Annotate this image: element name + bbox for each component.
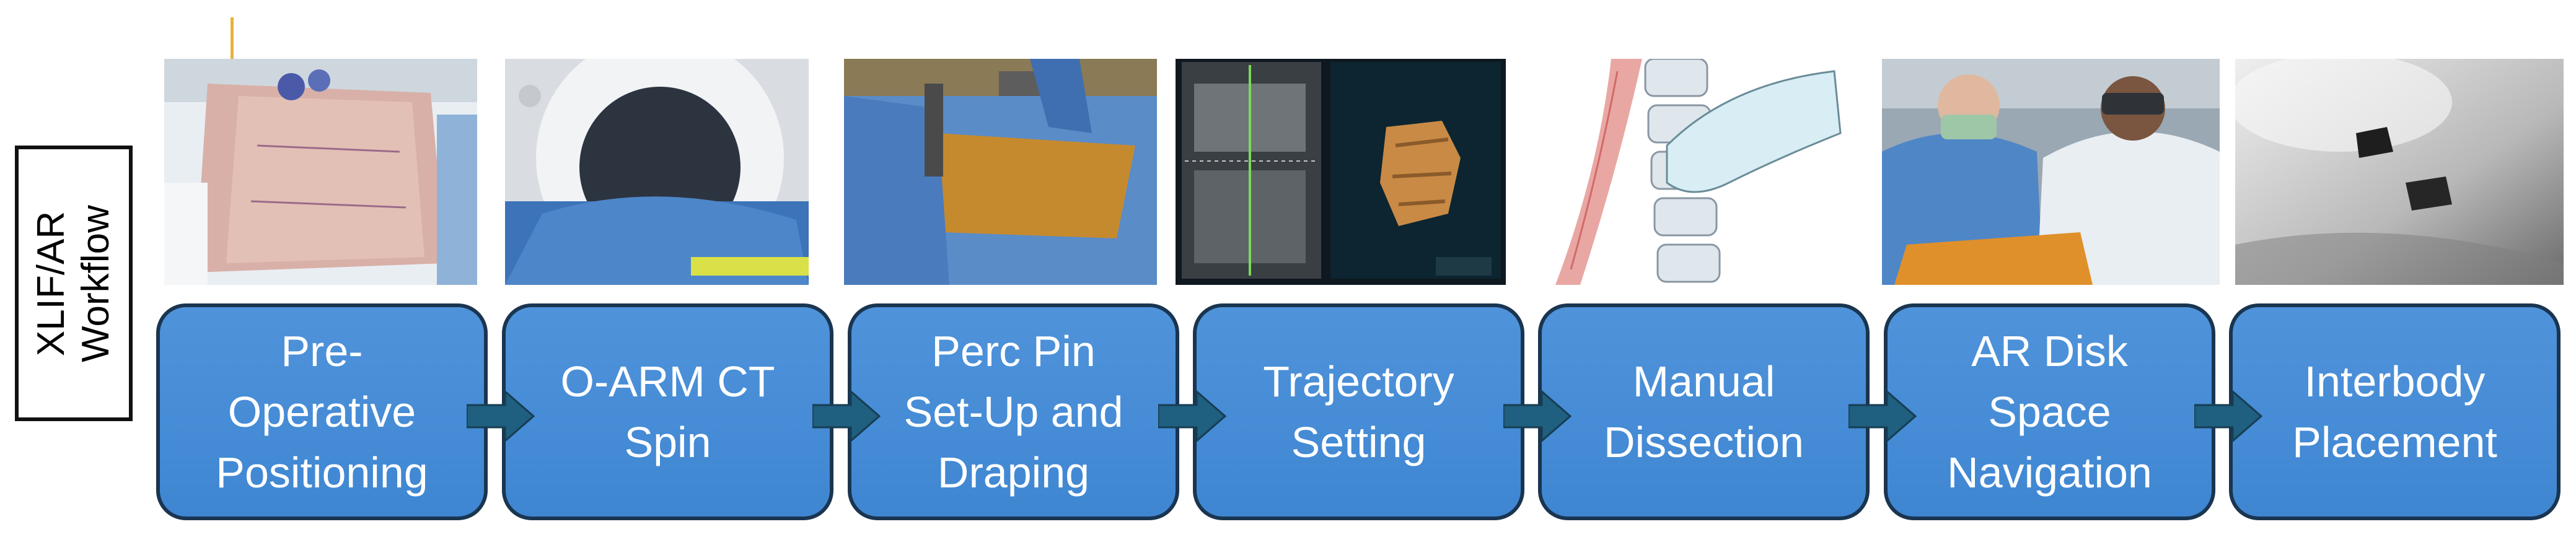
step-manual-dissection: Manual Dissection (1538, 303, 1870, 520)
draped-surgical-field-photo (844, 59, 1157, 285)
right-arrow-icon (2194, 389, 2262, 443)
step-perc-pin-setup-draping: Perc Pin Set-Up and Draping (848, 303, 1179, 520)
step-label-line: Manual (1632, 357, 1775, 406)
step-label-line: Navigation (1947, 448, 2152, 497)
spine-dissection-illustration (1543, 59, 1847, 285)
step-label: O-ARM CT Spin (554, 351, 781, 473)
right-arrow-icon (1848, 389, 1917, 443)
step-label: AR Disk Space Navigation (1941, 321, 2158, 503)
step-label-line: Pre- (281, 327, 363, 375)
step-label: Trajectory Setting (1257, 351, 1461, 473)
step-label-line: Interbody (2304, 357, 2486, 406)
step-label-line: Positioning (216, 448, 428, 497)
right-arrow-icon (1503, 389, 1572, 443)
step-label-line: Setting (1291, 418, 1426, 466)
step-label-line: Trajectory (1263, 357, 1454, 406)
navigation-screen-image (1176, 59, 1506, 285)
step-label: Perc Pin Set-Up and Draping (897, 321, 1129, 503)
step-label-line: Dissection (1604, 418, 1804, 466)
step-label: Interbody Placement (2286, 351, 2503, 473)
step-label-line: Draping (937, 448, 1090, 497)
decorative-tick-mark (231, 17, 234, 61)
step-label: Pre- Operative Positioning (209, 321, 434, 503)
right-arrow-icon (812, 389, 881, 443)
step-label: Manual Dissection (1598, 351, 1810, 473)
step-label-line: Placement (2292, 418, 2497, 466)
step-label-line: Space (1988, 388, 2111, 436)
step-label-line: Operative (227, 388, 416, 436)
right-arrow-icon (467, 389, 535, 443)
side-label-text: XLIF/AR Workflow (29, 205, 118, 362)
step-label-line: O-ARM CT (560, 357, 775, 406)
step-label-line: Perc Pin (931, 327, 1096, 375)
step-interbody-placement: Interbody Placement (2229, 303, 2561, 520)
fluoroscopy-image (2235, 59, 2564, 285)
step-trajectory-setting: Trajectory Setting (1193, 303, 1524, 520)
step-ar-disk-space-navigation: AR Disk Space Navigation (1884, 303, 2215, 520)
step-o-arm-ct-spin: O-ARM CT Spin (502, 303, 833, 520)
step-pre-operative-positioning: Pre- Operative Positioning (156, 303, 488, 520)
right-arrow-icon (1158, 389, 1226, 443)
side-label-line-2: Workflow (74, 204, 117, 362)
back-positioning-photo (164, 59, 477, 285)
side-label-line-1: XLIF/AR (30, 211, 73, 356)
workflow-side-label: XLIF/AR Workflow (15, 146, 133, 421)
step-label-line: Set-Up and (903, 388, 1123, 436)
o-arm-scanner-photo (505, 59, 809, 285)
ar-surgeons-photo (1882, 59, 2220, 285)
step-label-line: AR Disk (1971, 327, 2128, 375)
step-label-line: Spin (624, 418, 711, 466)
